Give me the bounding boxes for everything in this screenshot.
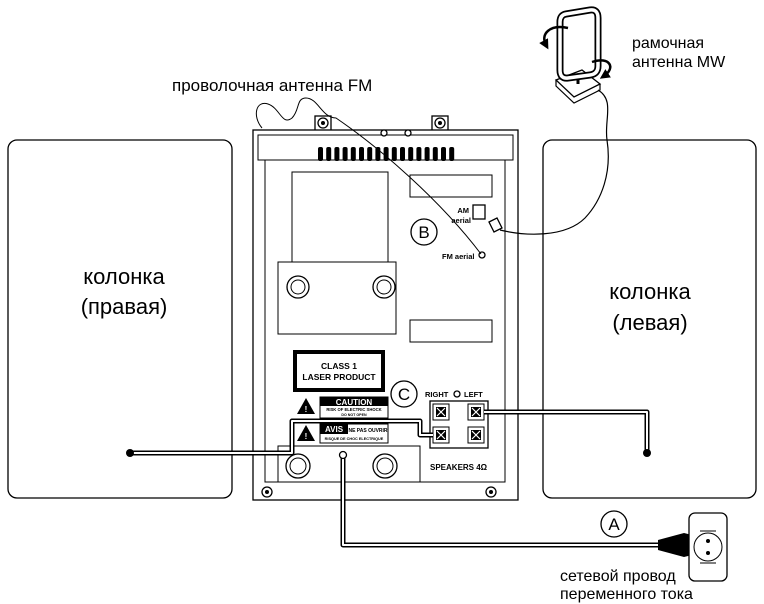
speaker-right-box: колонка (правая) [7, 139, 233, 499]
mw-loop-antenna-label-line2: антенна MW [632, 54, 726, 71]
bass-port-right [372, 453, 398, 479]
vent-slot [416, 147, 422, 161]
callout-c: C [390, 380, 418, 408]
port-panel [277, 445, 421, 483]
vent-slot [318, 147, 323, 161]
am-aerial-socket [472, 204, 486, 220]
laser-product-label: CLASS 1 LASER PRODUCT [293, 350, 385, 392]
vent-slot [408, 147, 414, 161]
am-aerial-label-line1: AM [457, 206, 469, 215]
fm-wire-antenna [255, 97, 482, 255]
vent-slot [350, 147, 356, 161]
mw-antenna-cable [499, 89, 609, 235]
speaker-left-label-line2: (левая) [612, 310, 687, 335]
vent-slot [367, 147, 373, 161]
rotate-arrow-icon [539, 25, 569, 50]
panel-screw-left [286, 275, 310, 299]
laser-label-line1: CLASS 1 [321, 361, 357, 371]
vent-slot [441, 147, 446, 161]
avis-line2: RISQUE DE CHOC ELECTRIQUE [325, 437, 384, 441]
vent-slot [326, 147, 332, 161]
caution-title: CAUTION [336, 398, 373, 407]
mw-loop-antenna-icon [539, 6, 612, 104]
avis-title: AVIS [325, 425, 344, 434]
warning-triangle-icon [297, 398, 315, 414]
vent-slot [400, 147, 405, 161]
caution-line2: DO NOT OPEN [341, 413, 367, 417]
unit-feet [261, 486, 497, 498]
mw-loop-antenna-label-line1: рамочная [632, 35, 704, 52]
mw-antenna-connector [488, 217, 503, 233]
ventilation-slots [318, 147, 455, 161]
power-cord-label-line2: переменного тока [560, 586, 693, 603]
callout-a-letter: A [608, 515, 620, 534]
callout-c-letter: C [398, 385, 410, 404]
speaker-terminal-clip [432, 426, 450, 444]
ac-power-cord [338, 450, 662, 548]
speaker-wire-left-channel [484, 409, 651, 457]
speaker-left-label-line1: колонка [609, 279, 691, 304]
vent-slot [424, 147, 430, 161]
caution-label: ! CAUTION RISK OF ELECTRIC SHOCK DO NOT … [297, 396, 389, 419]
panel-screw-right [372, 275, 396, 299]
panel-slot-lower [409, 319, 493, 343]
speakers-impedance-label: SPEAKERS 4Ω [430, 463, 488, 472]
vent-slot [359, 147, 364, 161]
callout-b-letter: B [418, 223, 429, 242]
warning-triangle-icon [297, 425, 315, 441]
am-aerial-label-line2: aerial [451, 216, 471, 225]
speaker-right-label-line1: колонка [83, 264, 165, 289]
laser-label-line2: LASER PRODUCT [302, 372, 376, 382]
fm-aerial-label: FM aerial [442, 252, 475, 261]
svg-text:!: ! [305, 405, 308, 414]
speaker-terminals [432, 403, 485, 444]
panel-slot-upper [409, 174, 493, 198]
avis-label: ! AVIS NE PAS OUVRIR RISQUE DE CHOC ELEC… [297, 423, 389, 444]
speaker-right-label-line2: (правая) [81, 294, 168, 319]
speaker-wire-right-channel [126, 418, 433, 457]
main-unit-rear-panel: AM aerial FM aerial CLASS 1 LASER PRODUC… [252, 115, 519, 501]
speaker-terminal-clip [467, 426, 485, 444]
vent-slot [334, 147, 340, 161]
callout-a: A [600, 510, 628, 538]
vent-slot [449, 147, 455, 161]
top-screws [314, 115, 449, 133]
bass-port-left [285, 453, 311, 479]
avis-line1: NE PAS OUVRIR [348, 428, 387, 434]
fm-wire-antenna-label: проволочная антенна FM [172, 76, 372, 95]
callout-b: B [410, 218, 438, 246]
svg-text:!: ! [305, 432, 308, 441]
rotate-arrow-icon [591, 59, 612, 79]
vent-slot [391, 147, 397, 161]
wall-socket-icon [688, 512, 728, 582]
speaker-terminal-clip [467, 403, 485, 421]
speaker-terminal-clip [432, 403, 450, 421]
speaker-terminal-left-label: LEFT [464, 390, 483, 399]
vent-slot [383, 147, 389, 161]
vent-slot [342, 147, 348, 161]
panel-plate-lower [277, 261, 397, 335]
vent-slot [432, 147, 438, 161]
power-cord-label-line1: сетевой провод [560, 568, 676, 585]
caution-line1: RISK OF ELECTRIC SHOCK [326, 407, 381, 412]
speaker-left-box: колонка (левая) [542, 139, 757, 499]
speaker-terminal-right-label: RIGHT [425, 390, 449, 399]
